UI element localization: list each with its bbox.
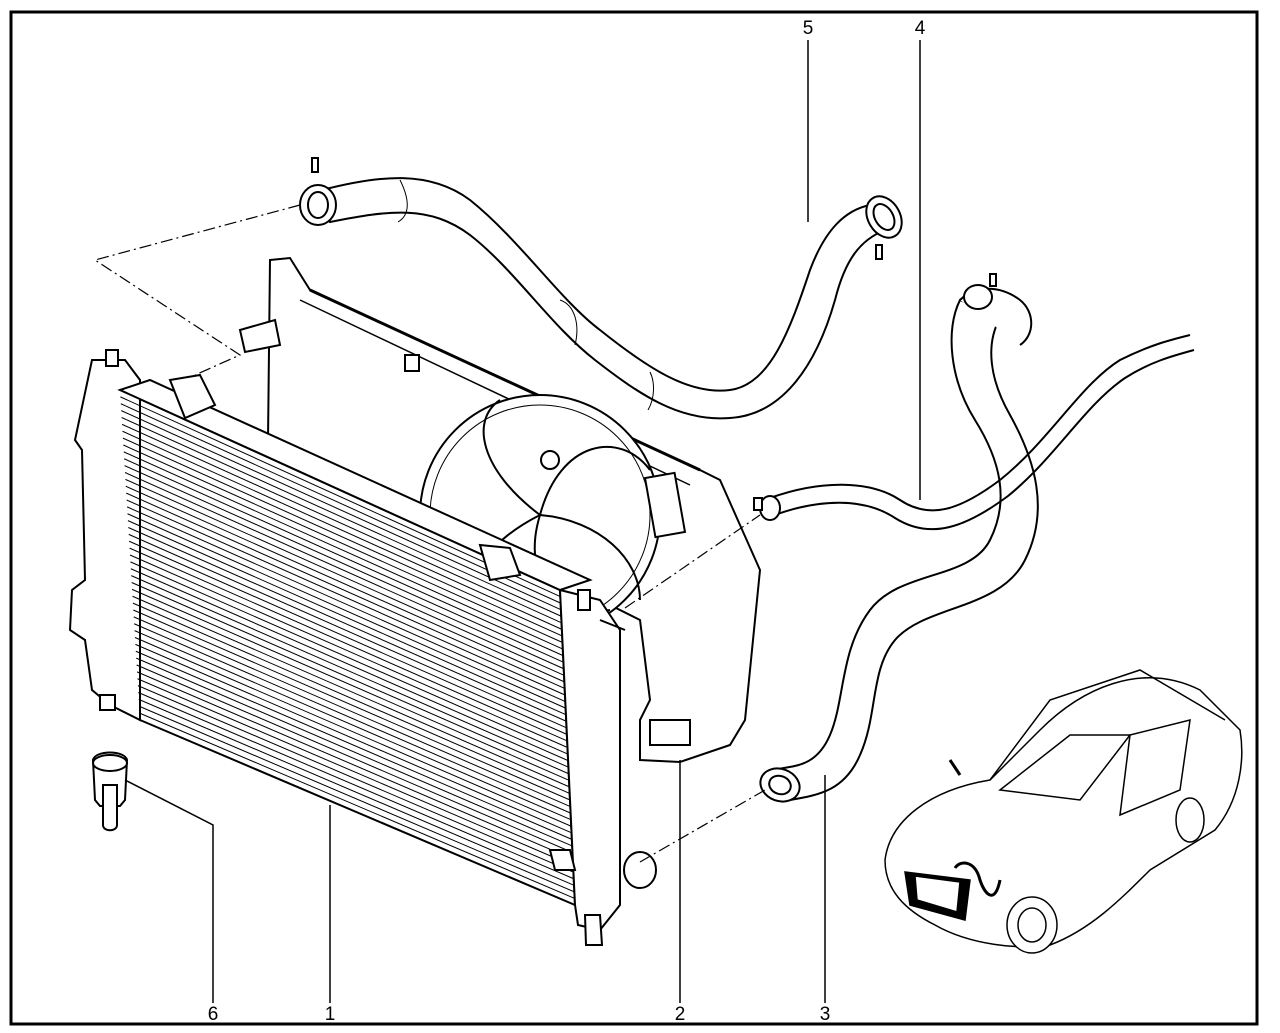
radiator-fin-line <box>121 410 562 611</box>
radiator-fin-line <box>128 527 567 722</box>
radiator-fin-line <box>131 575 569 768</box>
radiator-fin-line <box>129 547 568 742</box>
radiator-fin-line <box>136 664 573 853</box>
radiator-fin-line <box>126 492 565 689</box>
callout-3: 3 <box>819 1004 831 1025</box>
radiator-fin-line <box>131 582 569 775</box>
radiator-fin-line <box>139 712 575 899</box>
callout-1: 1 <box>324 1004 336 1025</box>
radiator <box>68 359 621 932</box>
upper-hose <box>299 157 903 420</box>
radiator-fin-line <box>124 472 564 670</box>
radiator-fin-line <box>121 423 562 624</box>
radiator-fins <box>120 396 575 899</box>
radiator-fin-line <box>137 678 574 867</box>
bolt <box>91 751 129 832</box>
radiator-fin-line <box>132 602 570 794</box>
radiator-fin-line <box>130 568 569 762</box>
callout-4: 4 <box>914 18 926 39</box>
radiator-fin-line <box>125 485 565 683</box>
radiator-fin-line <box>127 513 566 709</box>
leader-lines <box>124 40 921 1003</box>
radiator-details <box>99 349 657 946</box>
radiator-fin-line <box>131 588 570 781</box>
radiator-fin-line <box>123 458 564 657</box>
radiator-fin-line <box>138 698 575 886</box>
radiator-fin-line <box>136 657 573 847</box>
radiator-fin-line <box>127 520 567 716</box>
radiator-fin-line <box>123 444 563 643</box>
diagram-border <box>9 10 1259 1026</box>
radiator-fin-line <box>129 554 568 748</box>
radiator-fin-line <box>121 417 562 617</box>
radiator-fin-line <box>123 451 564 650</box>
radiator-fin-line <box>130 561 569 755</box>
radiator-fin-line <box>138 692 574 880</box>
radiator-fin-line <box>133 616 571 808</box>
radiator-fin-line <box>126 506 566 703</box>
radiator-fin-line <box>132 595 570 788</box>
radiator-fin-line <box>125 478 565 676</box>
bypass-hose <box>753 334 1195 531</box>
radiator-fin-line <box>137 685 574 873</box>
callout-6: 6 <box>207 1004 219 1025</box>
radiator-fin-line <box>128 540 568 735</box>
radiator-fin-line <box>138 705 575 893</box>
radiator-fin-line <box>128 533 567 729</box>
callout-5: 5 <box>802 18 814 39</box>
reference-lines <box>93 204 766 863</box>
radiator-fin-line <box>134 637 572 827</box>
vehicle-location-inset <box>884 669 1243 954</box>
radiator-fin-line <box>135 643 572 834</box>
callout-2: 2 <box>674 1004 686 1025</box>
radiator-fin-line <box>122 437 563 637</box>
radiator-fin-line <box>136 671 574 860</box>
radiator-fin-line <box>124 465 564 663</box>
radiator-fin-line <box>122 430 563 630</box>
radiator-fin-line <box>126 499 566 696</box>
radiator-fin-line <box>134 630 572 821</box>
lower-hose <box>759 273 1039 803</box>
radiator-fin-line <box>133 609 571 801</box>
radiator-fin-line <box>133 623 571 814</box>
radiator-fin-line <box>135 650 573 840</box>
